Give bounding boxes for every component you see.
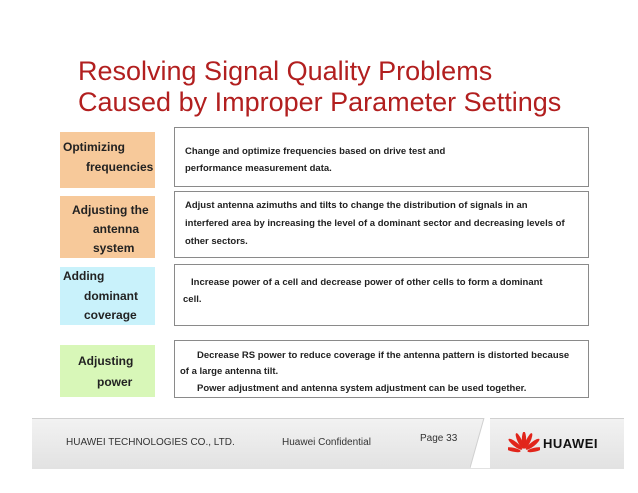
label-optimizing-frequencies: Optimizing frequencies — [60, 132, 155, 188]
label-adjusting-antenna-system: Adjusting the antenna system — [60, 196, 155, 258]
desc-adjusting-power: Decrease RS power to reduce coverage if … — [174, 340, 589, 398]
label-line: Adjusting — [78, 354, 134, 368]
label-adding-dominant-coverage: Adding dominant coverage — [60, 267, 155, 325]
slide-title-line-2: Caused by Improper Parameter Settings — [78, 87, 562, 117]
desc-line: interfered area by increasing the level … — [185, 218, 565, 229]
desc-adjusting-antenna-system: Adjust antenna azimuths and tilts to cha… — [174, 191, 589, 258]
desc-line: performance measurement data. — [185, 163, 332, 174]
desc-line: Power adjustment and antenna system adju… — [197, 383, 527, 394]
label-line: antenna — [93, 222, 140, 236]
label-line: dominant — [84, 289, 138, 303]
slide-title: Resolving Signal Quality Problems Caused… — [78, 56, 618, 118]
label-adjusting-power: Adjusting power — [60, 345, 155, 397]
label-line: Adjusting the — [72, 203, 149, 217]
footer-page-number: Page 33 — [420, 433, 458, 444]
huawei-logo-icon — [508, 432, 540, 453]
footer-confidential: Huawei Confidential — [282, 437, 371, 448]
desc-adding-dominant-coverage: Increase power of a cell and decrease po… — [174, 264, 589, 326]
label-line: power — [97, 375, 133, 389]
desc-optimizing-frequencies: Change and optimize frequencies based on… — [174, 127, 589, 187]
desc-line: Change and optimize frequencies based on… — [185, 146, 446, 157]
footer-brand: HUAWEI — [543, 436, 598, 451]
desc-line: Adjust antenna azimuths and tilts to cha… — [185, 200, 528, 211]
desc-line: Increase power of a cell and decrease po… — [191, 277, 543, 288]
label-line: system — [93, 241, 135, 255]
desc-line: cell. — [183, 294, 202, 305]
desc-line: of a large antenna tilt. — [180, 366, 279, 377]
footer-divider — [470, 418, 490, 468]
desc-line: Decrease RS power to reduce coverage if … — [197, 350, 570, 361]
label-line: Optimizing — [63, 140, 125, 154]
footer-company: HUAWEI TECHNOLOGIES CO., LTD. — [66, 437, 235, 448]
desc-line: other sectors. — [185, 236, 248, 247]
label-line: frequencies — [86, 160, 154, 174]
label-line: coverage — [84, 308, 137, 322]
slide-title-line-1: Resolving Signal Quality Problems — [78, 56, 493, 86]
label-line: Adding — [63, 269, 105, 283]
